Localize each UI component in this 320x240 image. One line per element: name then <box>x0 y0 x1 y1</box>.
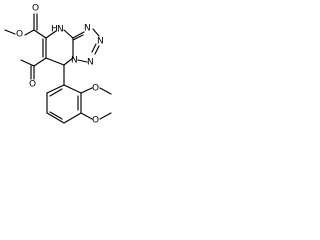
bond <box>45 30 57 39</box>
bond <box>20 59 35 67</box>
bond <box>45 57 65 66</box>
bond <box>80 112 93 120</box>
atom-label-ester-carbonyl-oxygen: O <box>32 4 39 14</box>
atom-label-ester-ether-oxygen: O <box>16 30 23 40</box>
bond <box>63 57 74 66</box>
atom-label-tetrazole-n4: N <box>87 58 94 68</box>
bond <box>92 28 100 37</box>
bond <box>49 111 63 120</box>
bond <box>77 59 88 63</box>
bond <box>63 112 82 124</box>
bond <box>33 29 47 39</box>
atom-label-ring-nh-nitrogen: N <box>57 25 64 35</box>
bond <box>91 43 97 53</box>
bond <box>46 112 65 124</box>
bond <box>94 45 100 55</box>
bond <box>99 112 112 120</box>
bond <box>24 29 35 36</box>
bond <box>4 29 16 35</box>
chemical-structure: O O H N N N N N O O O <box>4 4 112 126</box>
atom-labels: O O H N N N N N O O O <box>16 4 104 126</box>
bond <box>49 88 63 97</box>
bonds <box>4 13 112 124</box>
atom-label-tetrazole-n5: N <box>71 56 78 66</box>
atom-label-tetrazole-n2: N <box>84 24 91 34</box>
bond <box>72 34 84 41</box>
atom-label-ring-nh-hydrogen: H <box>51 25 58 35</box>
bond <box>72 31 85 39</box>
bond <box>99 87 112 95</box>
bond <box>63 84 82 94</box>
bond <box>33 57 47 67</box>
bond <box>63 29 74 39</box>
bond <box>46 84 65 94</box>
atom-label-tetrazole-n3: N <box>97 37 104 47</box>
atom-label-methoxy-oxygen-meta: O <box>92 84 99 94</box>
bond <box>80 87 93 94</box>
atom-label-acetyl-oxygen: O <box>29 80 36 90</box>
atom-label-methoxy-oxygen-para: O <box>92 116 99 126</box>
